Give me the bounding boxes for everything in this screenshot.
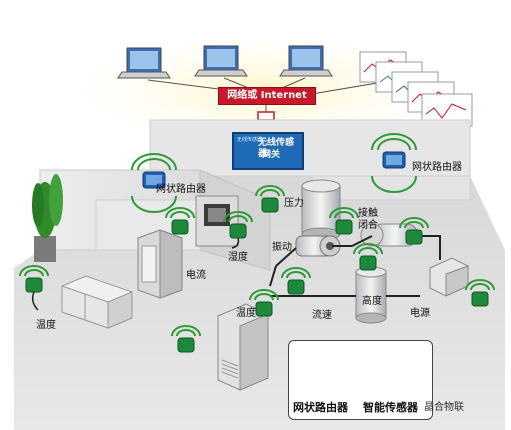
legend-sensor-label: 智能传感器	[363, 401, 418, 414]
laptop-icon	[117, 47, 171, 79]
label-temperature-left: 温度	[36, 320, 56, 331]
pipes	[269, 235, 441, 297]
gateway-brand: 无线传感器	[237, 137, 263, 143]
sensor-node-icon	[281, 267, 311, 295]
label-closure: 闭合	[358, 220, 378, 231]
sensor-node-icon	[19, 265, 49, 311]
electrical-cabinet	[137, 229, 183, 299]
label-level: 高度	[362, 296, 382, 307]
label-contact: 接触	[358, 208, 378, 219]
power-unit	[429, 257, 469, 297]
furnace-machine	[195, 195, 239, 247]
sensor-node-icon	[223, 211, 253, 249]
gateway-subtitle: 网关	[262, 150, 281, 160]
label-current: 电流	[186, 270, 206, 281]
legend-box: 网状路由器 智能传感器	[288, 340, 433, 420]
sensor-node-icon	[165, 207, 195, 235]
sensor-node-icon	[249, 289, 279, 317]
legend-router-label: 网状路由器	[293, 401, 348, 414]
wireless-sensor-gateway: 无线传感器 无线传感器 网关	[232, 132, 304, 170]
potted-plant	[32, 174, 63, 262]
cold-storage-units	[61, 275, 133, 329]
label-temperature-center: 温度	[236, 308, 256, 319]
sensor-node-icon	[399, 217, 429, 245]
label-flow-rate: 流速	[312, 310, 332, 321]
vibration-pump	[295, 235, 341, 257]
sensor-node-icon	[171, 325, 201, 353]
gateway-title: 无线传感器	[258, 138, 295, 159]
sensor-node-icon	[465, 279, 495, 307]
label-mesh-router-right: 网状路由器	[412, 162, 462, 173]
label-vibration: 振动	[272, 242, 292, 253]
watermark: 晶合物联	[424, 402, 464, 413]
label-mesh-router-left: 网状路由器	[156, 184, 206, 195]
laptop-icon	[194, 45, 248, 77]
network-internet-banner: 网络或 Internet	[218, 87, 316, 105]
sensor-node-icon	[255, 185, 285, 213]
label-pressure: 压力	[284, 198, 304, 209]
network-connector	[257, 111, 275, 121]
sensor-node-icon	[353, 243, 383, 271]
sensor-node-icon	[329, 207, 359, 235]
server-rack	[217, 303, 269, 391]
label-humidity: 湿度	[228, 252, 248, 263]
laptop-icon	[279, 45, 333, 77]
data-report-sheets-icon	[359, 51, 473, 127]
label-power: 电源	[410, 308, 430, 319]
mesh-router-icon	[131, 153, 177, 213]
mesh-router-icon	[371, 133, 417, 193]
